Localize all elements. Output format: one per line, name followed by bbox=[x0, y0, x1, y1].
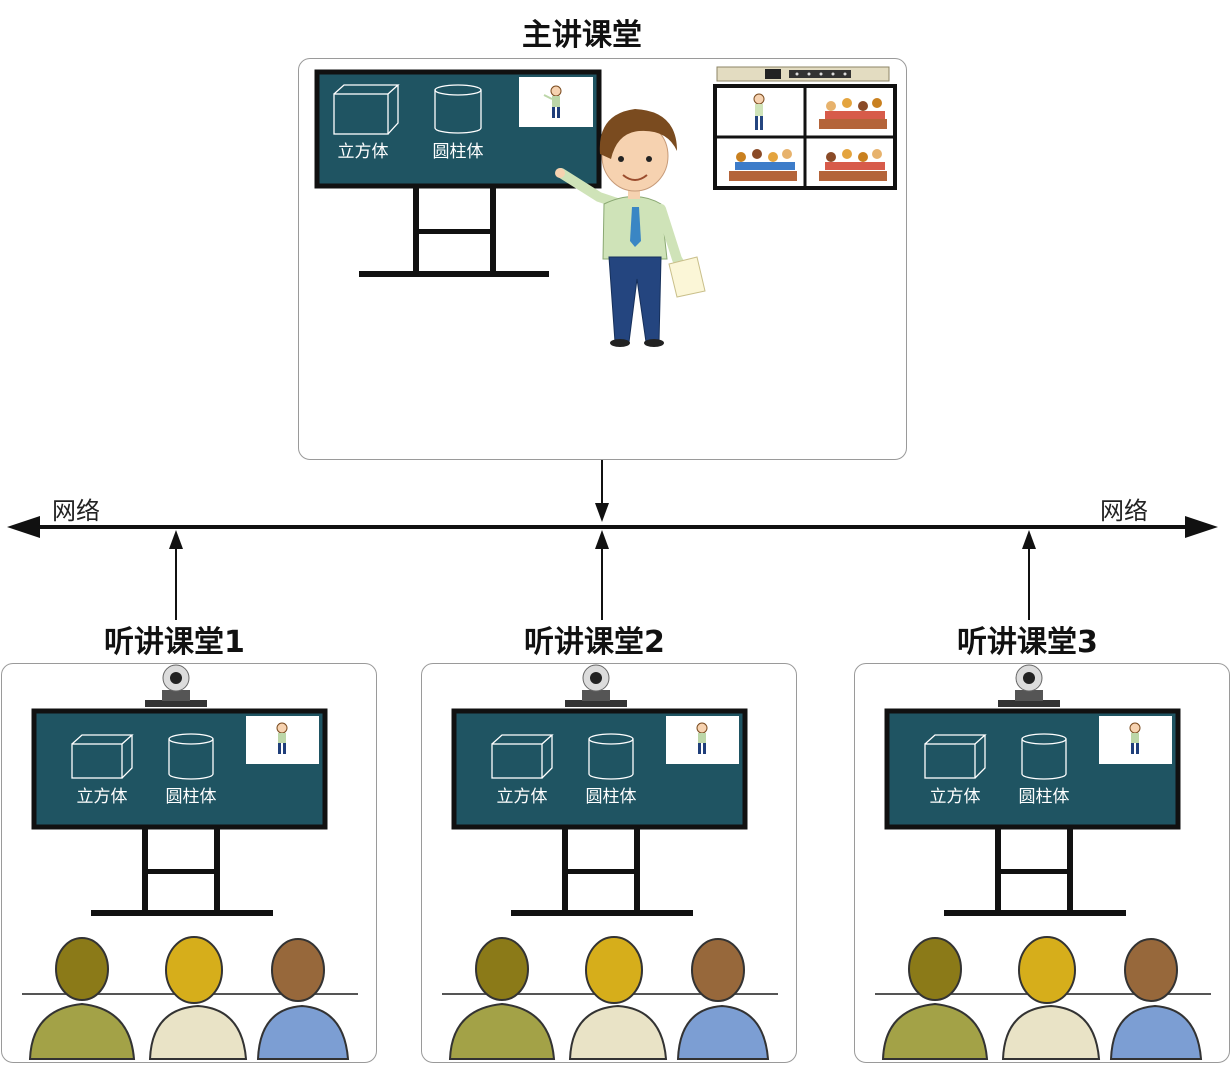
arrow-network-to-classroom-2 bbox=[595, 530, 609, 620]
teacher-thumbnail bbox=[519, 77, 593, 127]
network-bus-line bbox=[7, 516, 1218, 538]
display-stand bbox=[359, 187, 549, 277]
multiview-teacher-icon bbox=[753, 93, 765, 130]
main-classroom-illustration: 立方体 圆柱体 bbox=[314, 66, 897, 347]
display-stand bbox=[944, 828, 1126, 916]
teacher-thumbnail bbox=[1099, 716, 1172, 764]
screen-label-cylinder: 圆柱体 bbox=[166, 787, 217, 807]
screen-label-cube: 立方体 bbox=[497, 787, 548, 807]
teacher-figure bbox=[555, 109, 706, 347]
screen-label-cylinder: 圆柱体 bbox=[433, 142, 484, 162]
interactive-display: 立方体 圆柱体 bbox=[314, 69, 602, 189]
listening-classroom-1-title: 听讲课堂1 bbox=[104, 625, 245, 660]
cylinder-icon bbox=[588, 733, 634, 780]
display-stand bbox=[511, 828, 693, 916]
display-stand bbox=[91, 828, 273, 916]
students-audience bbox=[442, 936, 778, 1060]
listening-classroom-1-illustration: 立方体 圆柱体 bbox=[22, 664, 358, 1060]
cube-icon bbox=[71, 734, 134, 779]
screen-label-cube: 立方体 bbox=[930, 787, 981, 807]
recorder-device-icon bbox=[716, 66, 890, 82]
network-label-right: 网络 bbox=[1100, 497, 1148, 525]
teacher-thumbnail bbox=[666, 716, 739, 764]
main-classroom-panel: 立方体 圆柱体 bbox=[298, 58, 907, 460]
listening-classroom-3-illustration: 立方体 圆柱体 bbox=[875, 664, 1211, 1060]
teacher-thumbnail bbox=[246, 716, 319, 764]
arrow-network-to-classroom-1 bbox=[169, 530, 183, 620]
listening-classroom-2-title: 听讲课堂2 bbox=[524, 625, 665, 660]
listening-classroom-3-panel: 立方体 圆柱体 bbox=[854, 663, 1230, 1063]
camera-icon bbox=[998, 664, 1060, 707]
listening-classroom-2-illustration: 立方体 圆柱体 bbox=[442, 664, 778, 1060]
listening-classroom-1-panel: 立方体 圆柱体 bbox=[1, 663, 377, 1063]
listening-classroom-2-panel: 立方体 圆柱体 bbox=[421, 663, 797, 1063]
network-label-left: 网络 bbox=[52, 497, 100, 525]
screen-label-cylinder: 圆柱体 bbox=[1019, 787, 1070, 807]
cube-icon bbox=[491, 734, 554, 779]
cube-icon bbox=[924, 734, 987, 779]
multiview-monitor bbox=[713, 84, 897, 190]
screen-label-cube: 立方体 bbox=[338, 142, 389, 162]
arrow-network-to-classroom-3 bbox=[1022, 530, 1036, 620]
cylinder-icon bbox=[434, 84, 482, 134]
students-audience bbox=[22, 936, 358, 1060]
students-audience bbox=[875, 936, 1211, 1060]
camera-icon bbox=[145, 664, 207, 707]
arrow-main-to-network bbox=[595, 460, 609, 522]
cylinder-icon bbox=[1021, 733, 1067, 780]
cube-icon bbox=[333, 84, 400, 135]
listening-classroom-3-title: 听讲课堂3 bbox=[957, 625, 1098, 660]
camera-icon bbox=[565, 664, 627, 707]
screen-label-cylinder: 圆柱体 bbox=[586, 787, 637, 807]
screen-label-cube: 立方体 bbox=[77, 787, 128, 807]
multiview-students-icon bbox=[729, 98, 887, 181]
cylinder-icon bbox=[168, 733, 214, 780]
main-classroom-title: 主讲课堂 bbox=[522, 18, 642, 53]
